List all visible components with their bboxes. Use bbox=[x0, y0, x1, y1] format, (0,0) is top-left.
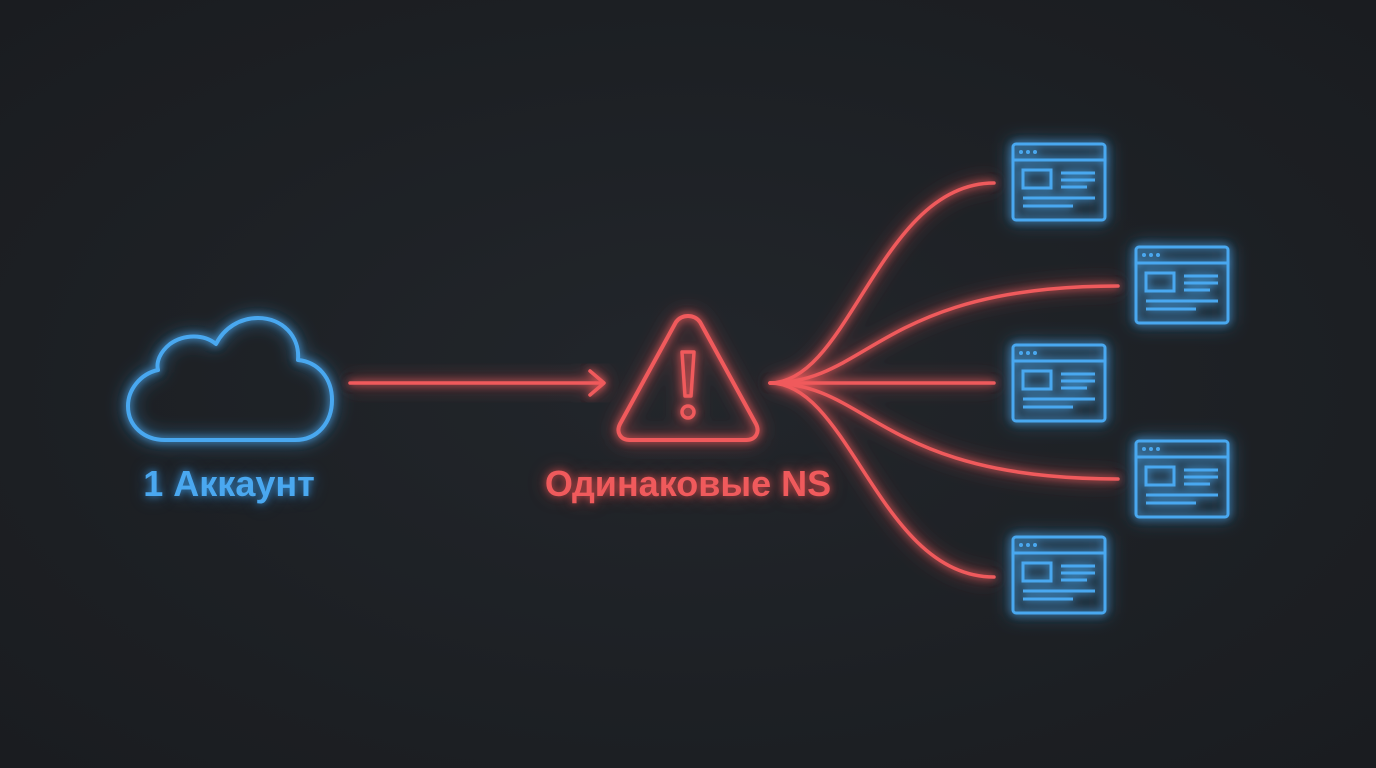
warning-triangle-icon bbox=[616, 314, 760, 442]
browser-window-icon bbox=[1011, 535, 1107, 615]
connector-2 bbox=[768, 284, 1120, 385]
cloud-icon bbox=[126, 316, 334, 442]
connector-1 bbox=[768, 181, 996, 385]
browser-window-icon bbox=[1134, 245, 1230, 325]
connector-5 bbox=[768, 381, 996, 579]
account-label: 1 Аккаунт bbox=[143, 463, 315, 504]
fanout-connectors bbox=[768, 181, 1120, 579]
ns-warning-label: Одинаковые NS bbox=[544, 463, 832, 504]
browser-window-icon bbox=[1134, 439, 1230, 519]
arrow-connector bbox=[348, 369, 606, 397]
browser-window-icon bbox=[1011, 142, 1107, 222]
browser-window-icon bbox=[1011, 343, 1107, 423]
connector-4 bbox=[768, 381, 1120, 481]
